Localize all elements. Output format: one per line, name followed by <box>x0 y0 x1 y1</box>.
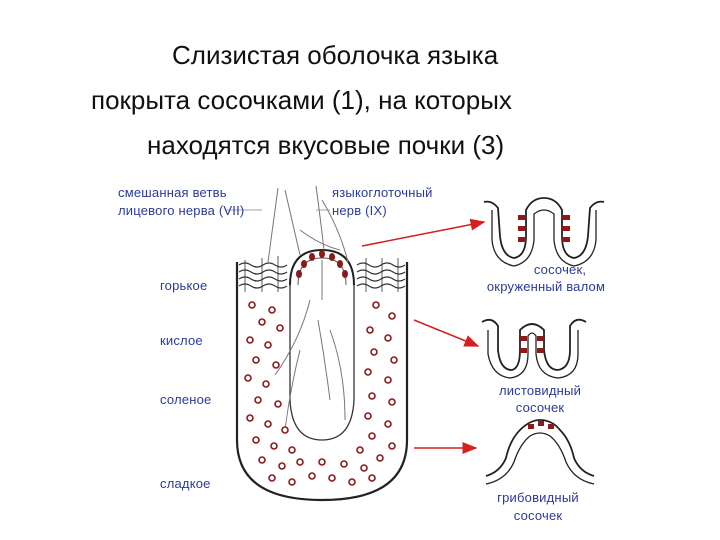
foliate-papilla <box>481 318 587 379</box>
title-line-1: Слизистая оболочка языка <box>172 40 499 70</box>
epithelium-right <box>356 258 406 292</box>
fungiform-label-2: сосочек <box>513 508 563 523</box>
papilla-arrows <box>361 218 486 454</box>
foliate-label-2: сосочек <box>515 400 565 415</box>
taste-sweet-label: сладкое <box>160 476 211 491</box>
arch-taste-buds <box>296 250 348 278</box>
nerve-fibers <box>267 185 349 431</box>
facial-nerve-label-1: смешанная ветвь <box>118 185 227 200</box>
foliate-label-1: листовидный <box>498 383 582 398</box>
circumvallate-papilla <box>483 197 605 267</box>
title-line-2: покрыта сосочками (1), на которых <box>91 85 512 115</box>
circumvallate-label-1: сосочек, <box>533 262 587 277</box>
taste-salty-label: соленое <box>160 392 212 407</box>
foliate-buds <box>520 336 544 353</box>
tongue-outline <box>235 262 409 502</box>
tongue-inner-wall <box>289 285 355 441</box>
tongue-taste-buds <box>244 301 398 486</box>
fungiform-label-1: грибовидный <box>497 490 579 505</box>
taste-bitter-label: горькое <box>160 278 208 293</box>
circumvallate-buds <box>518 215 570 242</box>
fungiform-buds <box>528 421 554 429</box>
taste-sour-label: кислое <box>160 333 203 348</box>
glossopharyngeal-nerve-label-1: языкоглоточный <box>332 185 433 200</box>
glossopharyngeal-nerve-label-2: нерв (IX) <box>332 203 387 218</box>
fungiform-papilla <box>485 419 595 485</box>
circumvallate-label-2: окруженный валом <box>486 279 606 294</box>
facial-nerve-label-2: лицевого нерва (VII) <box>118 203 245 218</box>
epithelium-left <box>238 256 288 292</box>
title-line-3: находятся вкусовые почки (3) <box>147 130 505 160</box>
